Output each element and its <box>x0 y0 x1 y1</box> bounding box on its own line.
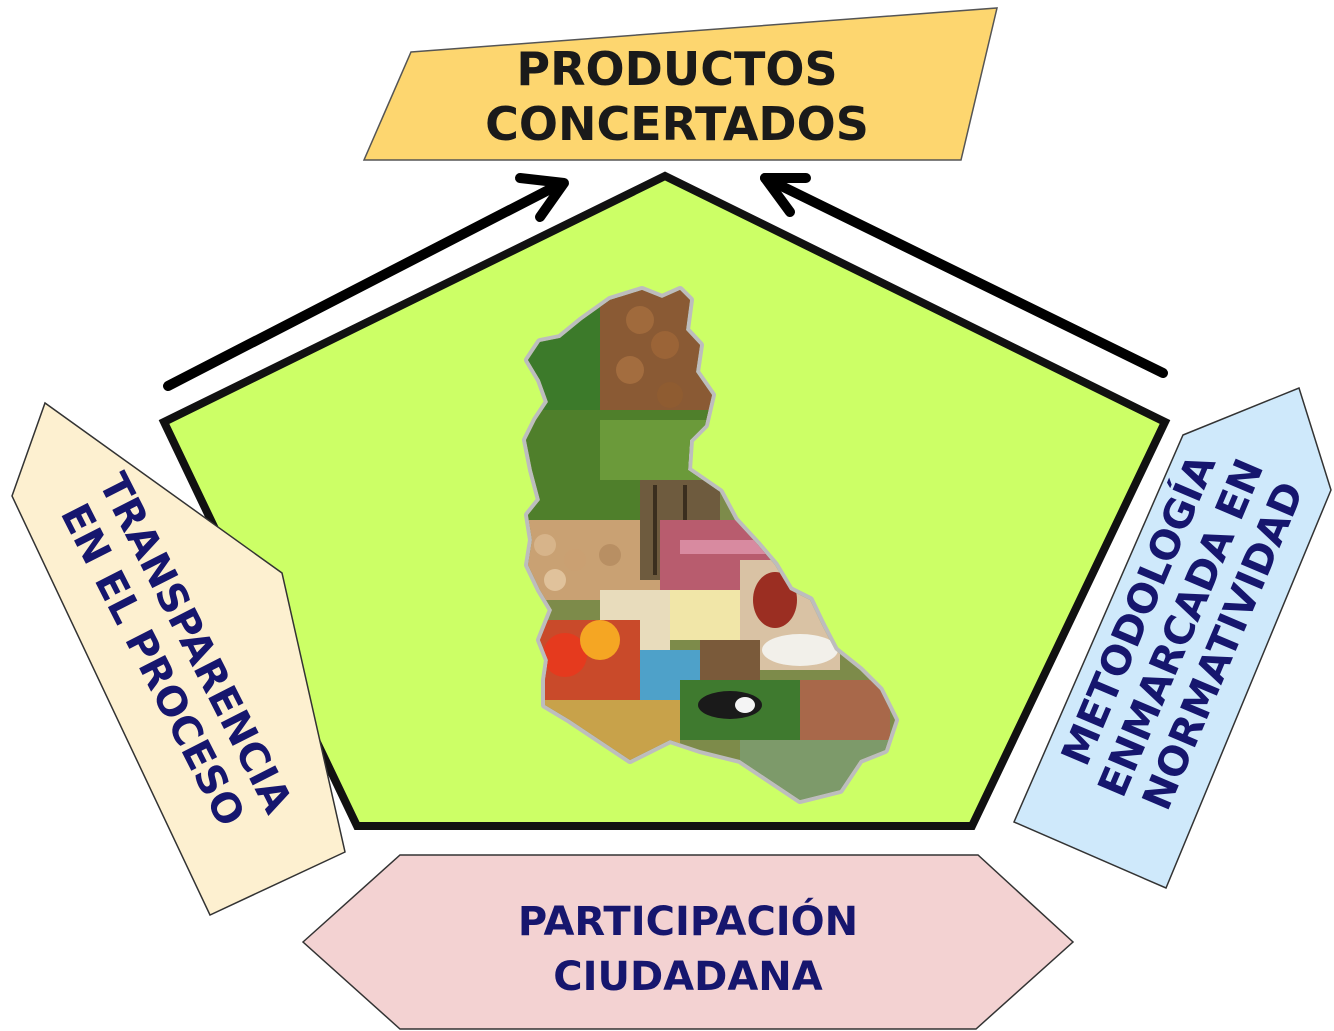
products-box-line1: PRODUCTOS <box>516 42 837 96</box>
participation-box-line1: PARTICIPACIÓN <box>518 897 858 945</box>
participation-box: PARTICIPACIÓN CIUDADANA <box>301 854 1075 1030</box>
products-box-line2: CONCERTADOS <box>485 97 869 151</box>
products-box: PRODUCTOS CONCERTADOS <box>362 7 998 161</box>
arrow-left-to-top <box>163 173 569 391</box>
participation-box-line2: CIUDADANA <box>553 954 823 1000</box>
arrow-right-to-top <box>760 173 1168 378</box>
